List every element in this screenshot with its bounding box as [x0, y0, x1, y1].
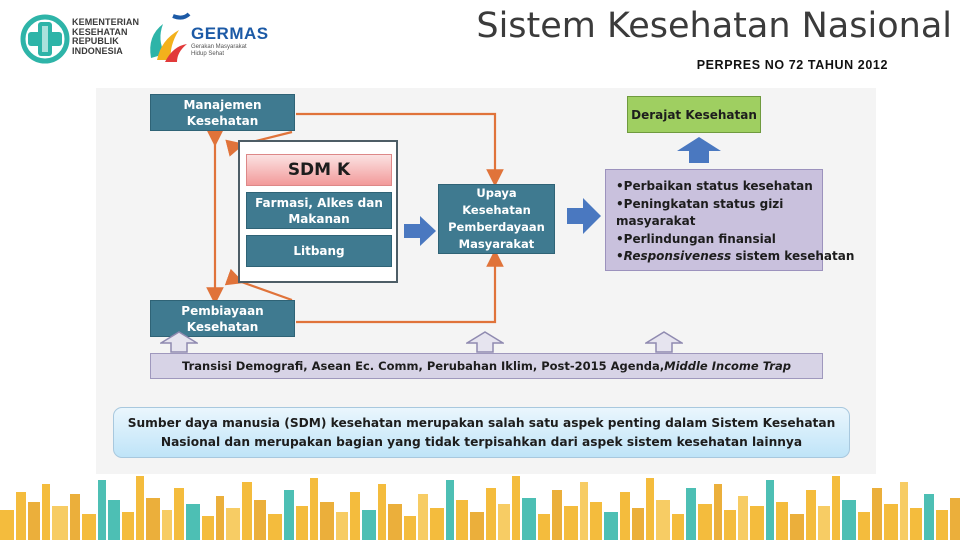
outcome-item: •Peningkatan status gizi [616, 196, 784, 211]
page-subtitle: PERPRES NO 72 TAHUN 2012 [696, 58, 888, 72]
germas-logo-text: GERMAS [191, 24, 269, 43]
litbang-box: Litbang [246, 235, 392, 267]
kemenkes-logo-text: KEMENTERIAN KESEHATAN REPUBLIK INDONESIA [72, 17, 140, 56]
outcomes-list: •Perbaikan status kesehatan •Peningkatan… [605, 169, 855, 271]
sdm-k-title: SDM K [246, 154, 392, 186]
outcome-item: masyarakat [616, 214, 696, 228]
outcome-item: •Responsiveness sistem kesehatan [616, 249, 855, 263]
arrow-up-outline-icon [645, 331, 683, 353]
outcome-item: •Perbaikan status kesehatan [616, 179, 813, 193]
kemenkes-logo-icon [20, 14, 70, 64]
transisi-bar: Transisi Demografi, Asean Ec. Comm, Peru… [150, 353, 823, 379]
arrow-up-outline-icon [160, 331, 198, 353]
arrow-up-icon [677, 137, 721, 163]
page-title: Sistem Kesehatan Nasional [476, 6, 952, 46]
derajat-kesehatan-box: Derajat Kesehatan [627, 96, 761, 133]
summary-callout: Sumber daya manusia (SDM) kesehatan meru… [113, 407, 850, 458]
city-skyline-decoration [0, 476, 960, 540]
arrow-right-icon [567, 198, 601, 234]
germas-tagline: Gerakan Masyarakat Hidup Sehat [191, 44, 247, 57]
germas-logo-icon [150, 12, 191, 62]
arrow-up-outline-icon [466, 331, 504, 353]
arrow-right-icon [404, 216, 436, 246]
outcome-item: •Perlindungan finansial [616, 231, 776, 246]
